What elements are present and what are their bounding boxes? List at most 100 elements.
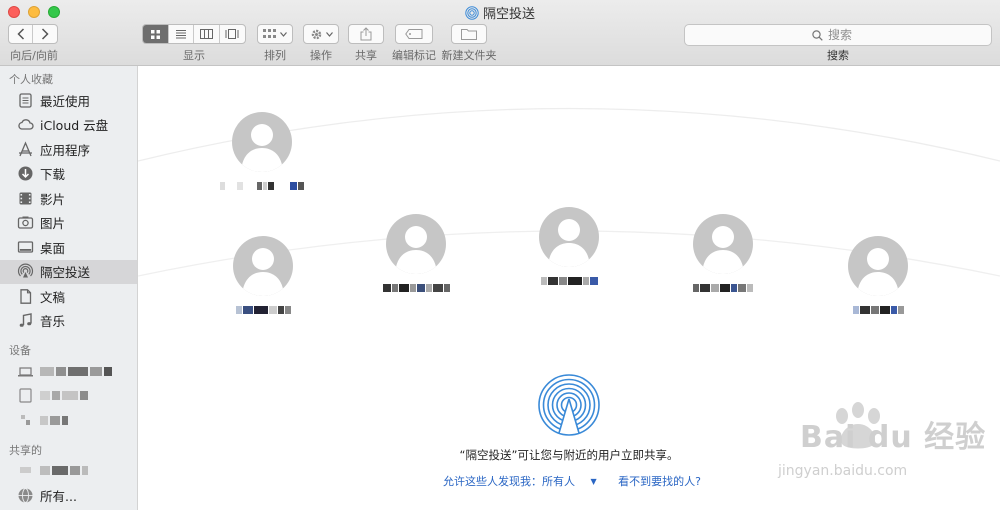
airdrop-peer[interactable] — [193, 236, 333, 316]
view-icons-button[interactable] — [143, 25, 169, 43]
download-icon — [18, 166, 33, 181]
discoverability-menu[interactable]: 允许这些人发现我：所有人 ▼ — [437, 475, 603, 488]
movies-icon — [19, 192, 32, 205]
recents-icon — [19, 93, 32, 108]
sidebar-item-label: 应用程序 — [40, 142, 91, 158]
sidebar-item-shared-all[interactable]: 所有... — [0, 483, 137, 508]
sort-button[interactable] — [257, 24, 293, 44]
view-gallery-button[interactable] — [220, 25, 245, 43]
new-folder-button[interactable] — [451, 24, 487, 44]
sidebar-item-documents[interactable]: 文稿 — [0, 284, 137, 309]
search-input[interactable] — [828, 28, 864, 42]
airdrop-peer[interactable] — [346, 214, 486, 294]
airdrop-peer[interactable] — [653, 214, 793, 294]
person-silhouette-icon — [857, 248, 899, 296]
view-label: 显示 — [183, 49, 205, 62]
sidebar-item-label: iCloud 云盘 — [40, 118, 109, 134]
view-columns-button[interactable] — [194, 25, 220, 43]
watermark-brand: Bai du 经验 — [800, 420, 987, 455]
documents-icon — [20, 288, 32, 304]
minimize-window-button[interactable] — [28, 6, 40, 18]
sidebar-item-label: 所有... — [40, 488, 77, 504]
redacted-peer-name — [346, 284, 486, 294]
redacted-peer-name — [653, 284, 793, 294]
share-button[interactable] — [348, 24, 384, 44]
sidebar-item-label: 影片 — [40, 191, 66, 207]
view-list-button[interactable] — [169, 25, 194, 43]
airdrop-links: 允许这些人发现我：所有人 ▼ 看不到要找的人? — [138, 473, 1000, 489]
action-button[interactable] — [303, 24, 339, 44]
share-group — [348, 24, 384, 44]
search-field[interactable] — [684, 24, 992, 46]
music-icon — [19, 313, 32, 328]
favorites-header: 个人收藏 — [9, 73, 53, 86]
window-title: 隔空投送 — [0, 3, 1000, 22]
sidebar-item-label: 最近使用 — [40, 93, 91, 109]
edit-tags-button[interactable] — [395, 24, 433, 44]
paw-logo-icon — [836, 402, 880, 449]
chevron-down-icon — [325, 31, 333, 37]
action-label: 操作 — [310, 49, 332, 62]
sidebar-item-device[interactable] — [0, 408, 137, 433]
watermark: Bai du 经验 jingyan.baidu.com — [762, 400, 1000, 510]
redacted-device-name — [40, 413, 70, 428]
window-controls — [8, 6, 60, 18]
sidebar-item-label: 文稿 — [40, 289, 66, 305]
view-group — [142, 24, 246, 44]
person-silhouette-icon — [242, 248, 284, 296]
sidebar-item-downloads[interactable]: 下载 — [0, 162, 137, 187]
zoom-window-button[interactable] — [48, 6, 60, 18]
sidebar-item-music[interactable]: 音乐 — [0, 309, 137, 334]
tags-label: 编辑标记 — [392, 49, 436, 62]
airdrop-peer[interactable] — [808, 236, 948, 316]
avatar — [232, 112, 292, 172]
chevron-left-icon — [16, 28, 24, 40]
sort-group — [257, 24, 293, 44]
sidebar: 个人收藏 最近使用 iCloud 云盘 应用程序 下载 影片 图片 桌面 隔空投… — [0, 66, 138, 510]
chevron-right-icon — [41, 28, 49, 40]
person-silhouette-icon — [548, 219, 590, 267]
globe-icon — [18, 487, 33, 503]
action-group — [303, 24, 339, 44]
airdrop-icon — [17, 263, 34, 278]
sidebar-item-label: 桌面 — [40, 240, 66, 256]
newfolder-label: 新建文件夹 — [441, 49, 497, 62]
sidebar-item-icloud[interactable]: iCloud 云盘 — [0, 113, 137, 138]
columns-icon — [199, 29, 213, 39]
pictures-icon — [17, 216, 34, 229]
redacted-peer-name — [808, 306, 948, 316]
computer-icon — [20, 467, 31, 474]
redacted-device-name — [40, 388, 90, 403]
cloud-icon — [18, 119, 34, 130]
avatar — [693, 214, 753, 274]
sidebar-item-device[interactable] — [0, 384, 137, 409]
sidebar-item-pictures[interactable]: 图片 — [0, 211, 137, 236]
drive-icon — [19, 388, 32, 403]
airdrop-peer[interactable] — [499, 207, 639, 287]
help-link[interactable]: 看不到要找的人? — [618, 475, 701, 488]
close-window-button[interactable] — [8, 6, 20, 18]
sidebar-item-recents[interactable]: 最近使用 — [0, 88, 137, 113]
chevron-down-icon: ▼ — [590, 477, 597, 486]
redacted-peer-name — [499, 277, 639, 287]
search-icon — [812, 29, 823, 41]
drive-icon — [21, 414, 30, 425]
newfolder-group — [451, 24, 487, 44]
nav-group — [8, 24, 58, 44]
gear-icon — [311, 29, 321, 39]
sidebar-item-shared-computer[interactable] — [0, 459, 137, 484]
sidebar-item-airdrop[interactable]: 隔空投送 — [0, 259, 137, 284]
sidebar-item-desktop[interactable]: 桌面 — [0, 235, 137, 260]
forward-button[interactable] — [33, 25, 57, 43]
devices-header: 设备 — [9, 344, 31, 357]
sidebar-item-device[interactable] — [0, 359, 137, 384]
sidebar-item-applications[interactable]: 应用程序 — [0, 137, 137, 162]
redacted-peer-name — [193, 306, 333, 316]
chevron-down-icon — [280, 31, 287, 37]
folder-icon — [461, 29, 477, 40]
airdrop-peer[interactable] — [192, 112, 332, 192]
laptop-icon — [18, 367, 33, 377]
back-button[interactable] — [9, 25, 34, 43]
sidebar-item-movies[interactable]: 影片 — [0, 186, 137, 211]
shared-header: 共享的 — [9, 443, 42, 457]
